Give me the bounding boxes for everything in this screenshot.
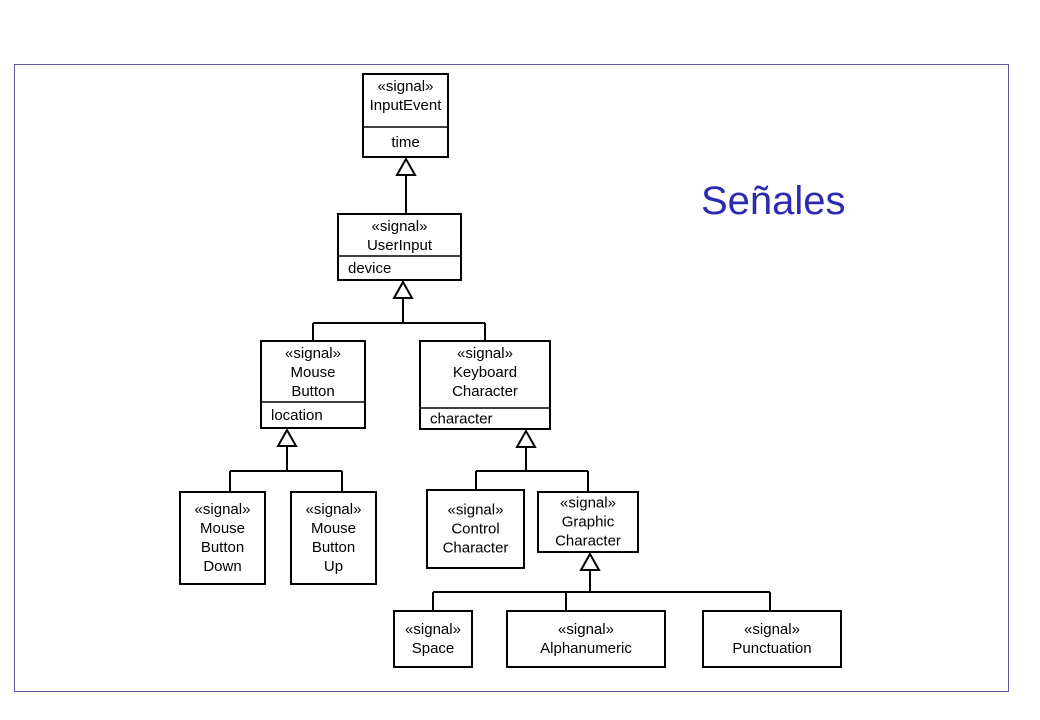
class-stereotype: «signal»: [457, 345, 513, 362]
class-input-event: «signal» InputEvent time: [362, 73, 449, 158]
class-name: Up: [324, 558, 343, 575]
generalization-connectors: [229, 156, 771, 611]
class-box-rect: [260, 340, 366, 429]
slide-title: Señales: [701, 179, 846, 223]
generalization-arrowhead: [515, 428, 537, 448]
class-name: Character: [443, 540, 509, 557]
class-boxes: «signal» InputEvent time «signal» UserInput d…: [179, 73, 842, 668]
class-attribute: device: [348, 260, 391, 277]
class-box-rect: [337, 213, 462, 281]
class-name: Mouse: [200, 520, 245, 537]
class-stereotype: «signal»: [405, 621, 461, 638]
class-attribute: time: [391, 134, 419, 151]
class-stereotype: «signal»: [558, 621, 614, 638]
class-box-rect: [506, 610, 666, 668]
class-name: Button: [291, 383, 334, 400]
class-stereotype: «signal»: [378, 78, 434, 95]
class-attribute: location: [271, 407, 323, 424]
class-name: Graphic: [562, 514, 615, 531]
class-stereotype: «signal»: [306, 501, 362, 518]
class-name: Alphanumeric: [540, 640, 632, 657]
generalization-user-input: [312, 279, 486, 341]
class-name: Control: [451, 521, 499, 538]
generalization-keyboard-char: [475, 428, 589, 492]
class-name: Space: [412, 640, 455, 657]
class-name: InputEvent: [370, 97, 443, 114]
class-name: UserInput: [367, 237, 433, 254]
class-box-rect: [419, 340, 551, 430]
class-box-rect: [290, 491, 377, 585]
class-stereotype: «signal»: [195, 501, 251, 518]
class-box-rect: [393, 610, 473, 668]
class-box-rect: [362, 73, 449, 158]
class-punctuation: «signal» Punctuation: [702, 610, 842, 668]
class-name: Button: [312, 539, 355, 556]
class-alphanumeric: «signal» Alphanumeric: [506, 610, 666, 668]
class-name: Mouse: [311, 520, 356, 537]
generalization-graphic-char: [432, 551, 771, 611]
class-name: Mouse: [290, 364, 335, 381]
generalization-arrowhead: [392, 279, 414, 299]
generalization-arrowhead: [395, 156, 417, 176]
class-name: Character: [555, 533, 621, 550]
class-stereotype: «signal»: [560, 495, 616, 512]
class-attribute: character: [430, 411, 493, 428]
class-name: Keyboard: [453, 364, 517, 381]
generalization-arrowhead: [579, 551, 601, 571]
class-user-input: «signal» UserInput device: [337, 213, 462, 281]
generalization-arrowhead: [276, 427, 298, 447]
class-stereotype: «signal»: [372, 218, 428, 235]
class-stereotype: «signal»: [285, 345, 341, 362]
class-stereotype: «signal»: [448, 502, 504, 519]
class-box-rect: [537, 491, 639, 553]
class-box-rect: [179, 491, 266, 585]
class-name: Character: [452, 383, 518, 400]
class-name: Button: [201, 539, 244, 556]
generalization-input-event: [395, 156, 417, 214]
class-space: «signal» Space: [393, 610, 473, 668]
class-stereotype: «signal»: [744, 621, 800, 638]
generalization-mouse-button: [229, 427, 343, 492]
class-box-rect: [702, 610, 842, 668]
slide-frame: [14, 64, 1009, 692]
class-name: Down: [203, 558, 241, 575]
class-box-rect: [426, 489, 525, 569]
class-name: Punctuation: [732, 640, 811, 657]
